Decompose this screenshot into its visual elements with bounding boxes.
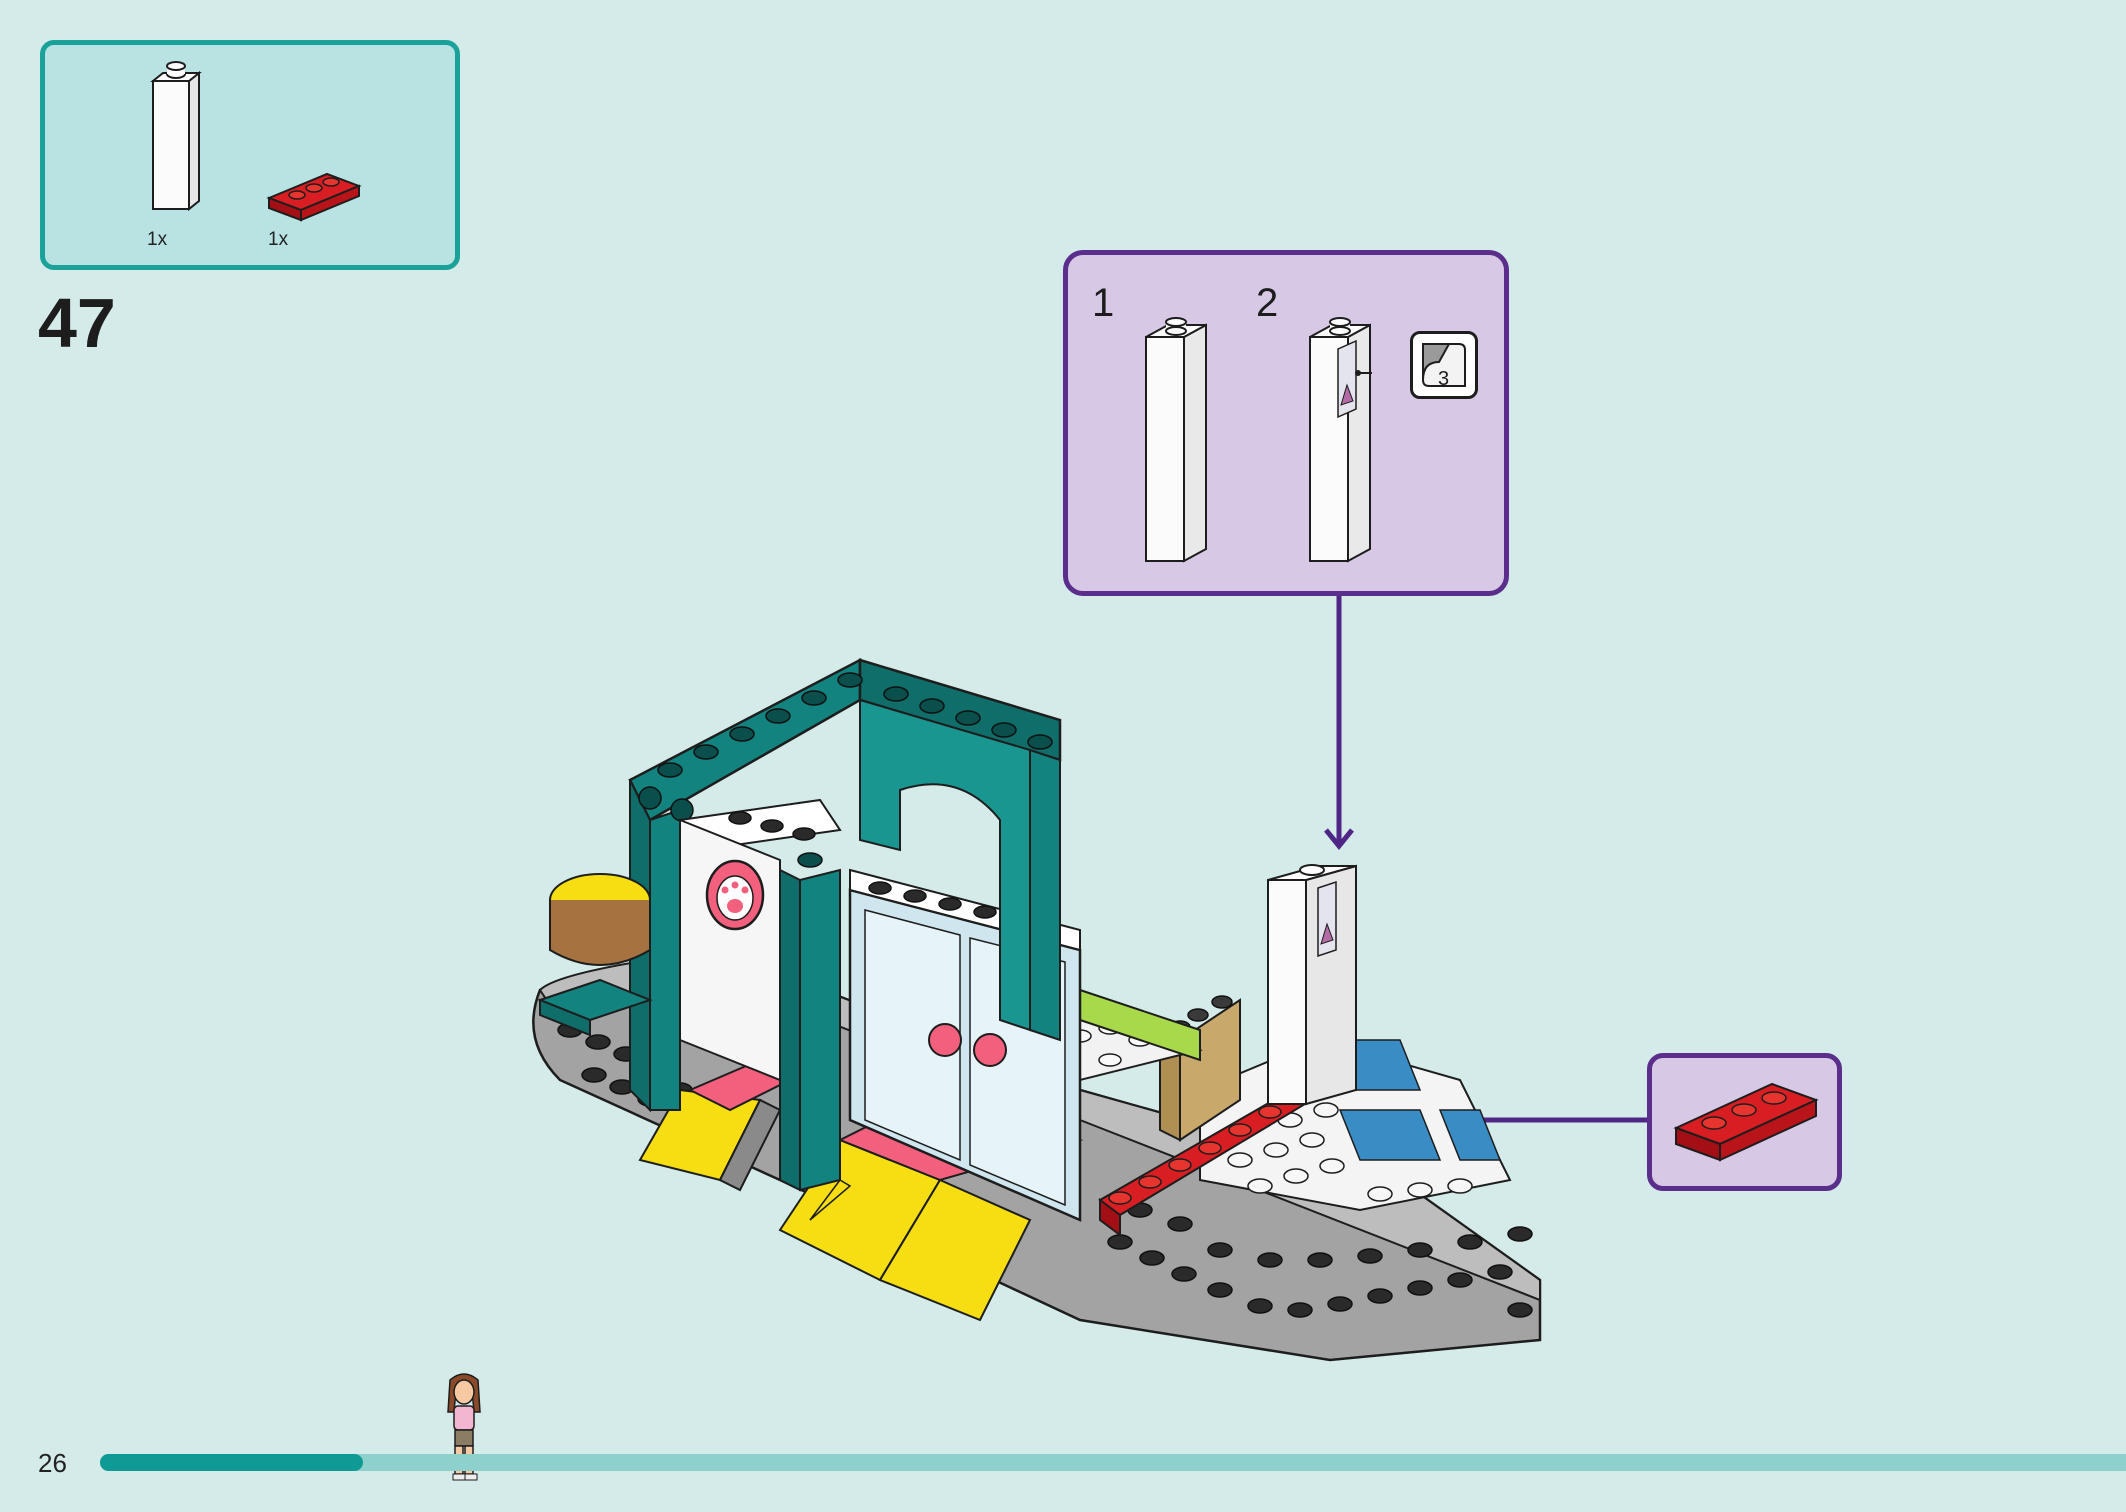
sticker-callout: 3: [1410, 331, 1478, 399]
sticker-icon: [1422, 343, 1466, 387]
build-progress-bar: [100, 1454, 2126, 1471]
build-progress-fill: [100, 1454, 364, 1471]
red-plate-part-image: [266, 172, 362, 222]
part-quantity: 1x: [147, 229, 168, 250]
red-plate-callout-image: [1673, 1082, 1819, 1162]
page-number: 26: [38, 1448, 67, 1478]
subassembly-box: 1 2 3: [1063, 250, 1509, 596]
sticker-number: 3: [1438, 368, 1450, 390]
part-callout-box: [1647, 1053, 1842, 1191]
minifigure-progress-marker: [447, 1373, 481, 1481]
model-illustration: [532, 657, 1542, 1362]
part-quantity: 1x: [268, 229, 289, 250]
white-brick-with-sticker-image: [1309, 317, 1372, 563]
white-brick-image: [1145, 317, 1207, 563]
parts-list-box: 1x 1x: [40, 40, 460, 270]
subassembly-step-number: 2: [1256, 281, 1279, 325]
white-brick-part-image: [150, 61, 202, 212]
step-number: 47: [38, 284, 116, 362]
subassembly-step-number: 1: [1092, 281, 1115, 325]
placement-arrow-down: [1324, 596, 1354, 850]
